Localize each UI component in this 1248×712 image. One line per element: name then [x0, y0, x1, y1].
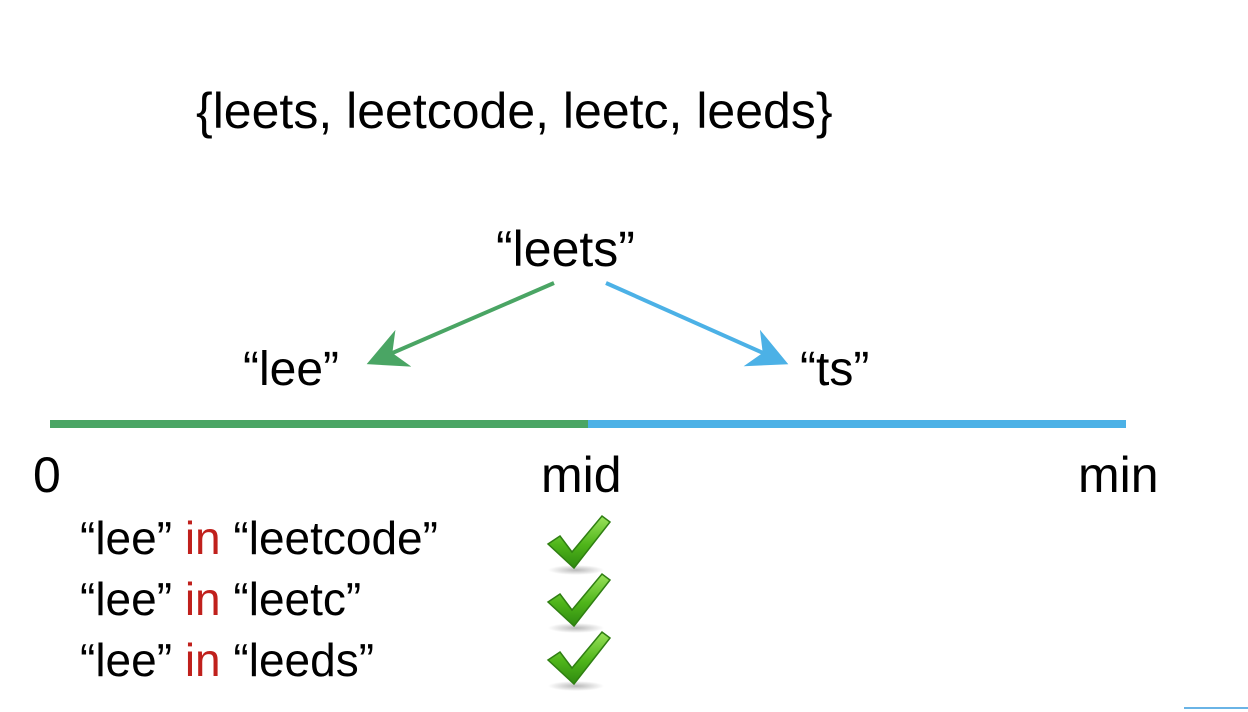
- prefix-check-row: “lee” in “leeds”: [80, 637, 374, 683]
- root-word: “leets”: [496, 221, 635, 277]
- check-target: “leetcode”: [233, 512, 438, 564]
- check-prefix: “lee”: [80, 573, 173, 625]
- check-keyword: in: [184, 512, 221, 564]
- check-prefix: “lee”: [80, 634, 173, 686]
- green-checkmark-icon: [546, 630, 612, 691]
- axis-mid-label: mid: [541, 447, 622, 503]
- prefix-check-row: “lee” in “leetcode”: [80, 515, 438, 561]
- axis-start-label: 0: [33, 447, 61, 503]
- right-arrow: [605, 281, 789, 367]
- axis-end-label: min: [1078, 447, 1159, 503]
- right-split-word: “ts”: [800, 343, 870, 396]
- check-target: “leeds”: [233, 634, 375, 686]
- corner-divider: [1184, 707, 1248, 709]
- word-set: {leets, leetcode, leetc, leeds}: [196, 83, 833, 139]
- prefix-check-row: “lee” in “leetc”: [80, 576, 361, 622]
- left-arrow: [366, 281, 555, 367]
- check-target: “leetc”: [233, 573, 362, 625]
- left-split-word: “lee”: [243, 343, 340, 396]
- check-prefix: “lee”: [80, 512, 173, 564]
- green-checkmark-icon: [546, 572, 612, 633]
- check-keyword: in: [184, 573, 221, 625]
- green-checkmark-icon: [546, 514, 612, 575]
- check-keyword: in: [184, 634, 221, 686]
